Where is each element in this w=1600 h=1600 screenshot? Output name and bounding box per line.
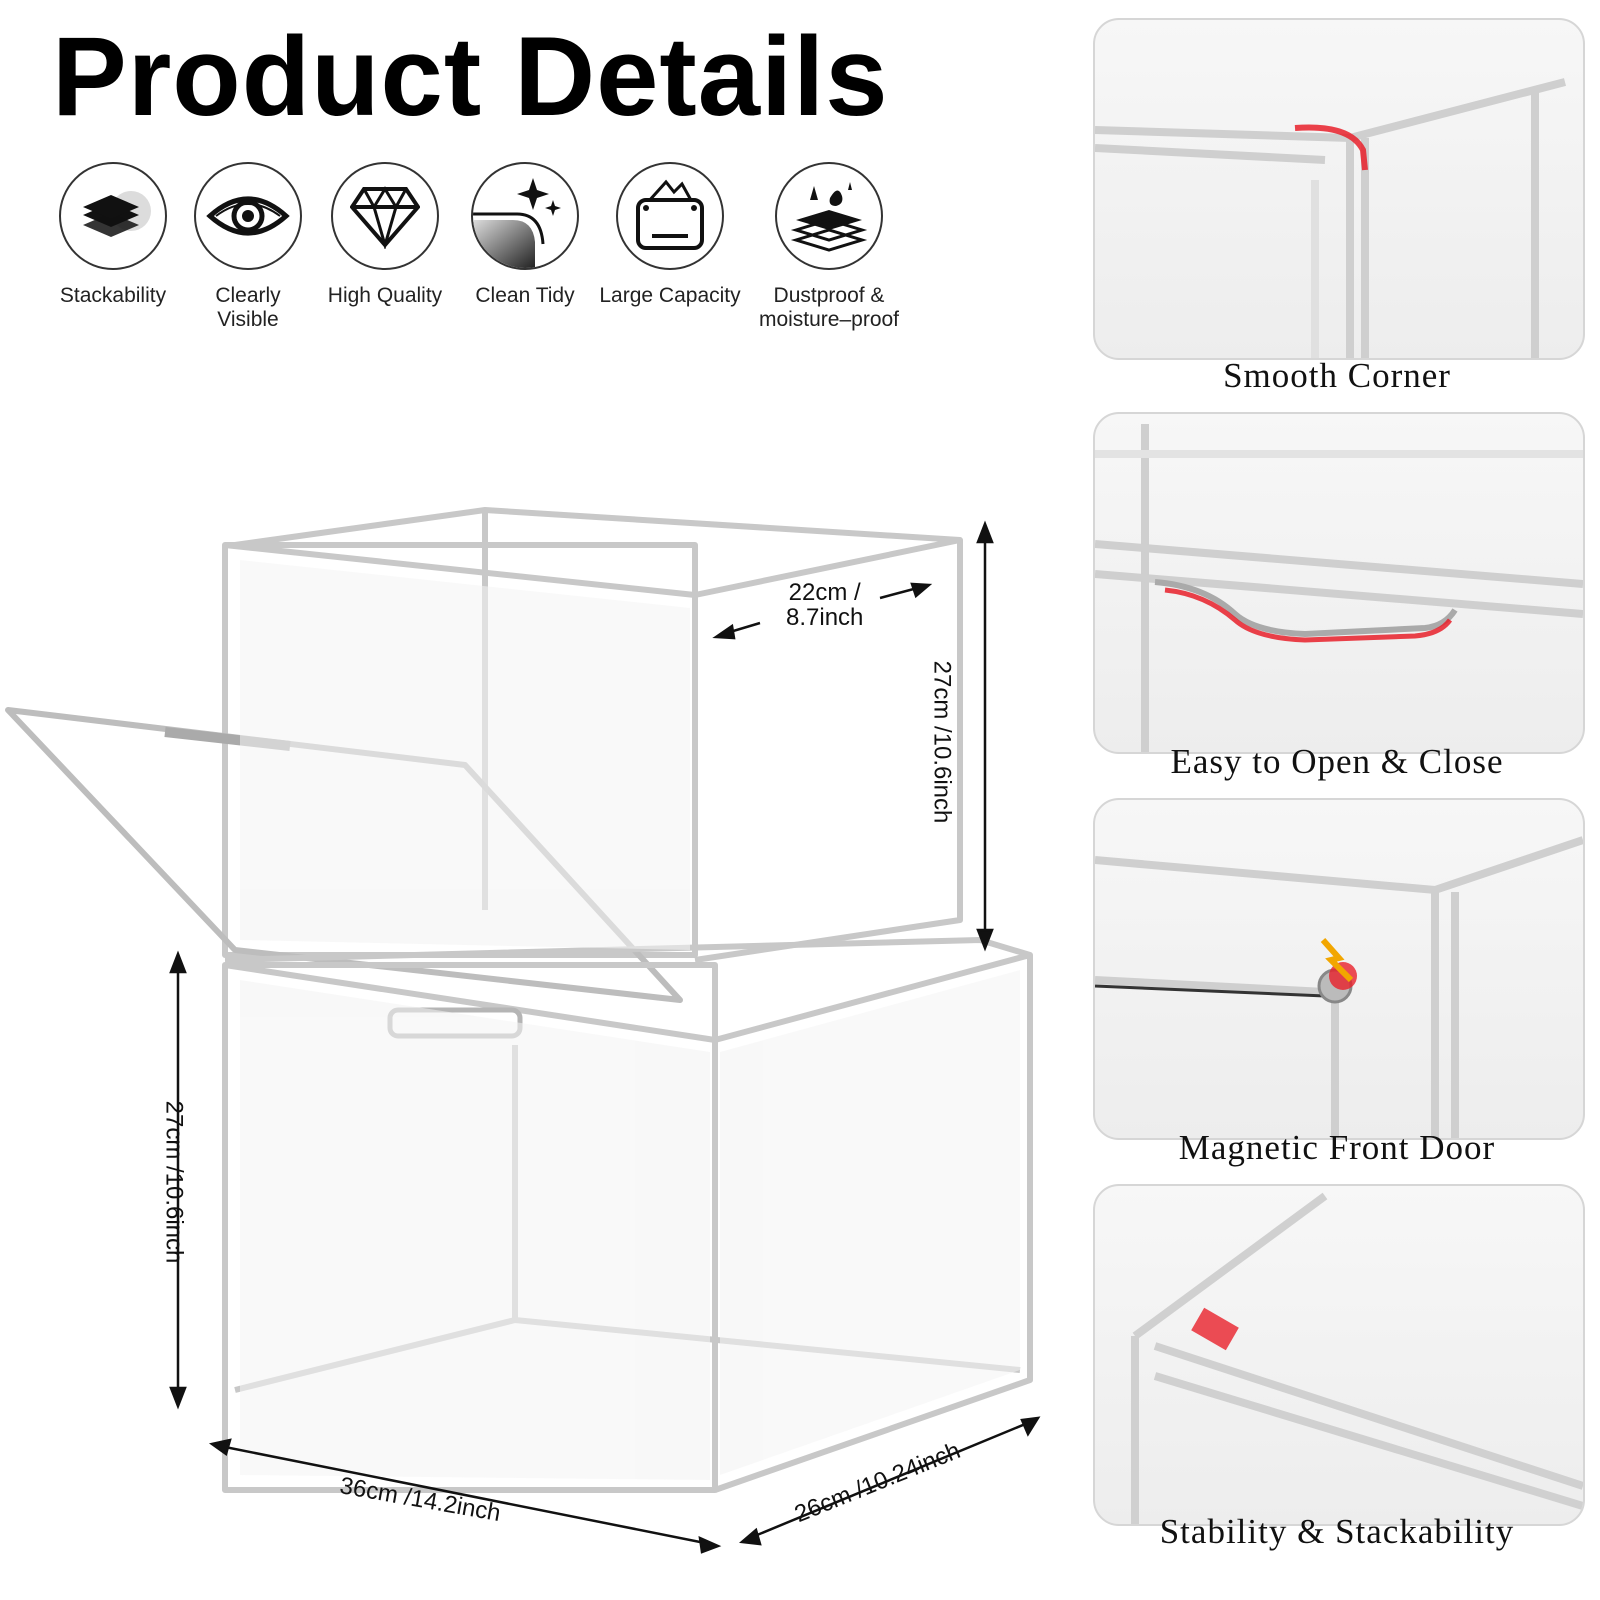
feature-label: Stackability (59, 284, 167, 307)
feature-dustproof: Dustproof & moisture–proof (740, 162, 918, 332)
feature-label: High Quality (327, 284, 443, 307)
eye-icon (194, 162, 302, 270)
dimension-depth-top: 22cm / 8.7inch (786, 579, 864, 632)
detail-panel-open-close (1093, 412, 1585, 754)
feature-clearly-visible: Clearly Visible (168, 162, 328, 332)
detail-panel-magnetic-door (1093, 798, 1585, 1140)
dimension-height-right: 27cm /10.6inch (928, 660, 956, 824)
detail-caption-open-close: Easy to Open & Close (1170, 742, 1504, 781)
diamond-icon (331, 162, 439, 270)
sparkle-icon (471, 162, 579, 270)
detail-caption-smooth-corner: Smooth Corner (1223, 356, 1451, 395)
stack-layers-icon (59, 162, 167, 270)
box-capacity-icon (616, 162, 724, 270)
feature-label: Clearly Visible (215, 284, 281, 332)
product-illustration (0, 500, 1060, 1600)
detail-caption-stability: Stability & Stackability (1159, 1512, 1515, 1551)
detail-caption-magnetic-door: Magnetic Front Door (1178, 1128, 1496, 1167)
feature-stackability: Stackability (33, 162, 193, 308)
feature-label: Large Capacity (599, 284, 741, 307)
moisture-shield-icon (775, 162, 883, 270)
feature-high-quality: High Quality (305, 162, 465, 308)
feature-label: Dustproof & moisture–proof (758, 284, 900, 332)
feature-label: Clean Tidy (475, 284, 575, 307)
detail-panel-stability (1093, 1184, 1585, 1526)
dimension-height-left: 27cm /10.6inch (160, 1100, 188, 1264)
detail-panel-smooth-corner (1093, 18, 1585, 360)
page-title: Product Details (52, 14, 889, 139)
feature-large-capacity: Large Capacity (590, 162, 750, 308)
feature-clean-tidy: Clean Tidy (445, 162, 605, 308)
